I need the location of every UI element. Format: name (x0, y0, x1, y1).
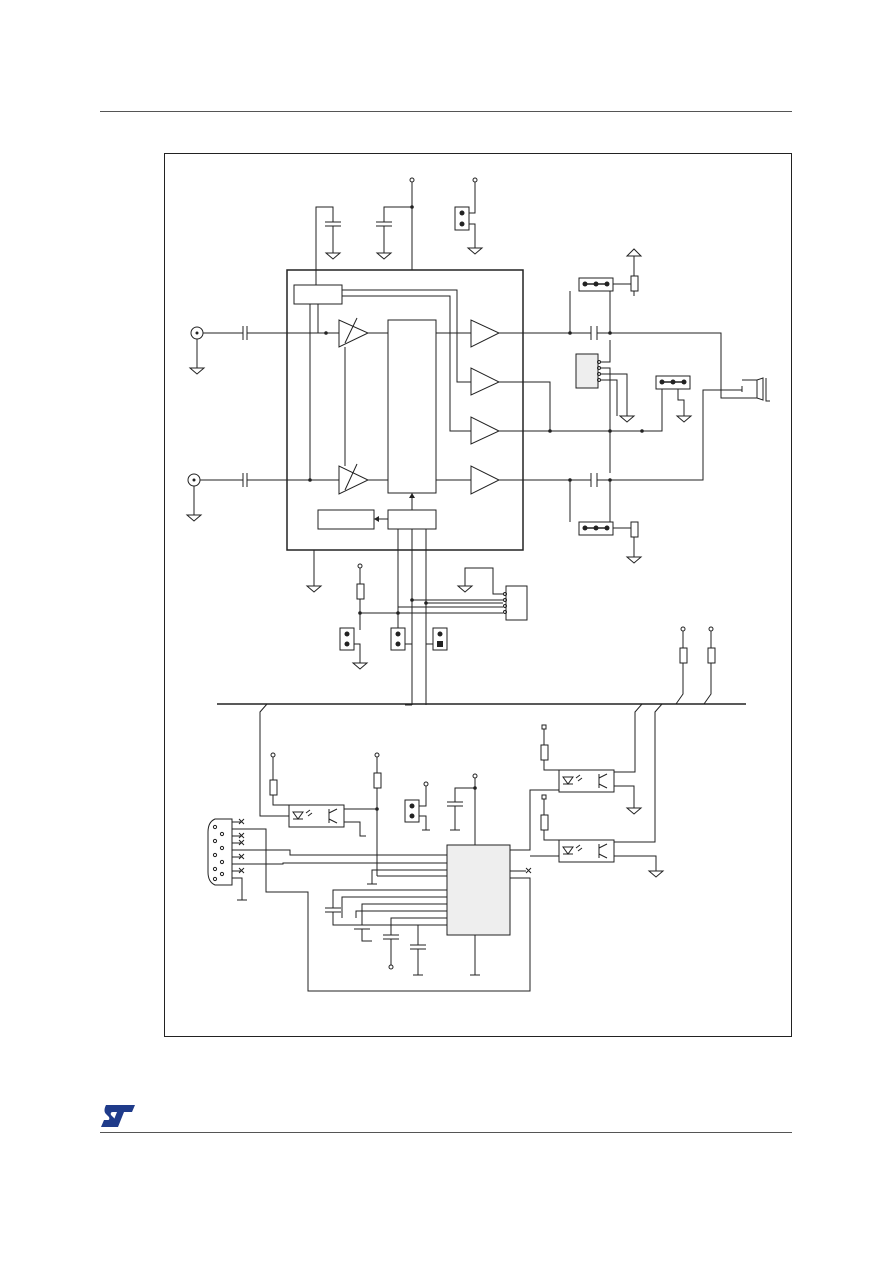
ic-control-block (387, 509, 437, 530)
ic-bias-block (293, 284, 343, 305)
header-rule (100, 111, 792, 112)
output-driver-1 (470, 319, 501, 348)
output-driver-3 (470, 416, 501, 445)
jumper-top (454, 206, 470, 231)
output-driver-2 (470, 367, 501, 396)
headphone-jack (742, 377, 770, 402)
footer-rule (100, 1132, 792, 1133)
optocoupler-3 (558, 839, 615, 863)
optocoupler-1 (288, 804, 345, 828)
ic-pll-block (317, 509, 375, 530)
output-driver-4 (470, 465, 501, 495)
input-preamp-top (338, 319, 370, 348)
ic-adc-block (387, 319, 437, 494)
jumper-lower (404, 799, 420, 823)
st-logo-icon (101, 1105, 135, 1127)
output-switch-ic (575, 353, 599, 389)
optocoupler-2 (558, 769, 615, 793)
input-preamp-bottom (338, 465, 370, 495)
jumper-a (339, 627, 355, 651)
codec-ic (286, 269, 524, 551)
jumper-c (432, 627, 448, 651)
db9-connector (207, 818, 233, 886)
transceiver-ic (446, 844, 511, 936)
jumper-b (390, 627, 406, 651)
config-connector (505, 585, 528, 621)
diagram-frame (164, 153, 792, 1037)
